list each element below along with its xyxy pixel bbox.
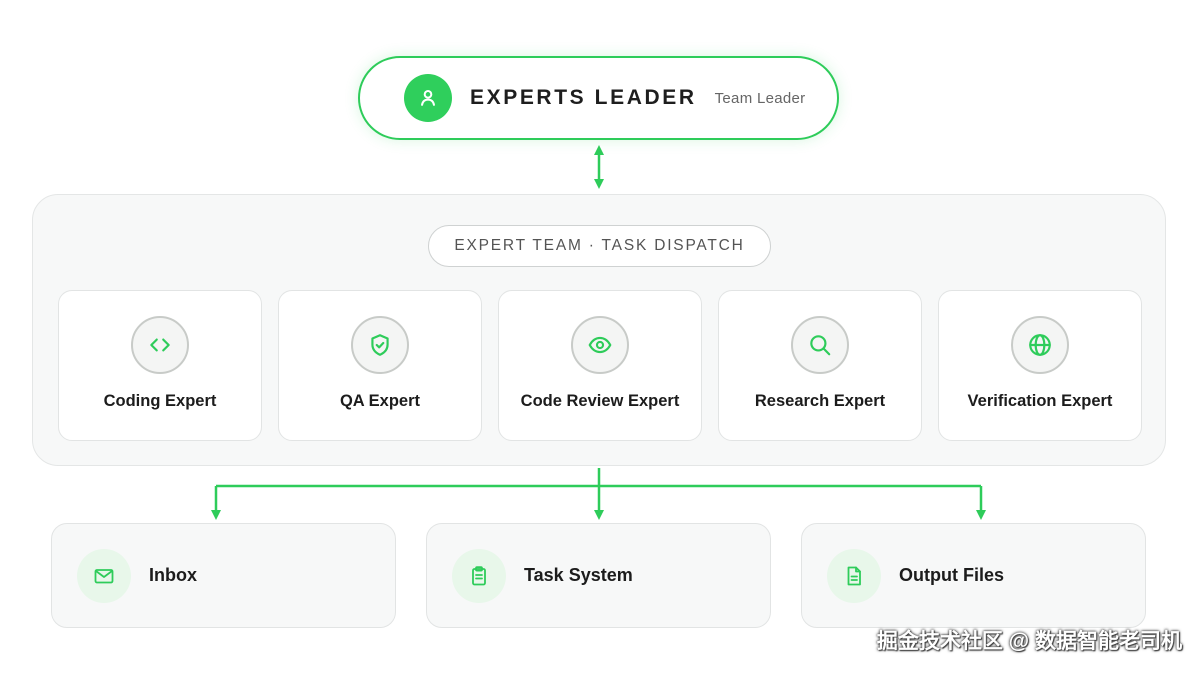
expert-card-coding[interactable]: Coding Expert [58, 290, 262, 441]
watermark: 掘金技术社区 @ 数据智能老司机 [876, 630, 1182, 653]
expert-label: Coding Expert [103, 392, 217, 410]
search-icon [791, 316, 849, 374]
expert-card-research[interactable]: Research Expert [718, 290, 922, 441]
eye-icon [571, 316, 629, 374]
expert-label: Verification Expert [967, 392, 1113, 410]
expert-label: Research Expert [754, 392, 886, 410]
expert-label: Code Review Expert [520, 392, 680, 410]
experts-leader-node[interactable]: EXPERTS LEADER Team Leader [358, 56, 839, 140]
dispatch-trunk [216, 468, 981, 488]
expert-card-verification[interactable]: Verification Expert [938, 290, 1142, 441]
leader-role: Team Leader [714, 89, 806, 107]
expert-card-qa[interactable]: QA Expert [278, 290, 482, 441]
output-label: Task System [524, 565, 633, 585]
output-label: Output Files [899, 565, 1004, 585]
task-dispatch-label: EXPERT TEAM · TASK DISPATCH [428, 225, 771, 267]
leader-title: EXPERTS LEADER [470, 86, 697, 109]
user-icon [404, 74, 452, 122]
clipboard-icon [452, 548, 506, 603]
output-files[interactable]: Output Files [801, 523, 1146, 628]
expert-card-code-review[interactable]: Code Review Expert [498, 290, 702, 441]
globe-icon [1011, 316, 1069, 374]
expert-team-panel: EXPERT TEAM · TASK DISPATCH Coding Exper… [32, 194, 1166, 466]
output-task-system[interactable]: Task System [426, 523, 771, 628]
mail-icon [77, 548, 131, 603]
shield-check-icon [351, 316, 409, 374]
code-icon [131, 316, 189, 374]
output-label: Inbox [149, 565, 197, 585]
file-icon [827, 548, 881, 603]
output-inbox[interactable]: Inbox [51, 523, 396, 628]
expert-label: QA Expert [339, 392, 421, 410]
